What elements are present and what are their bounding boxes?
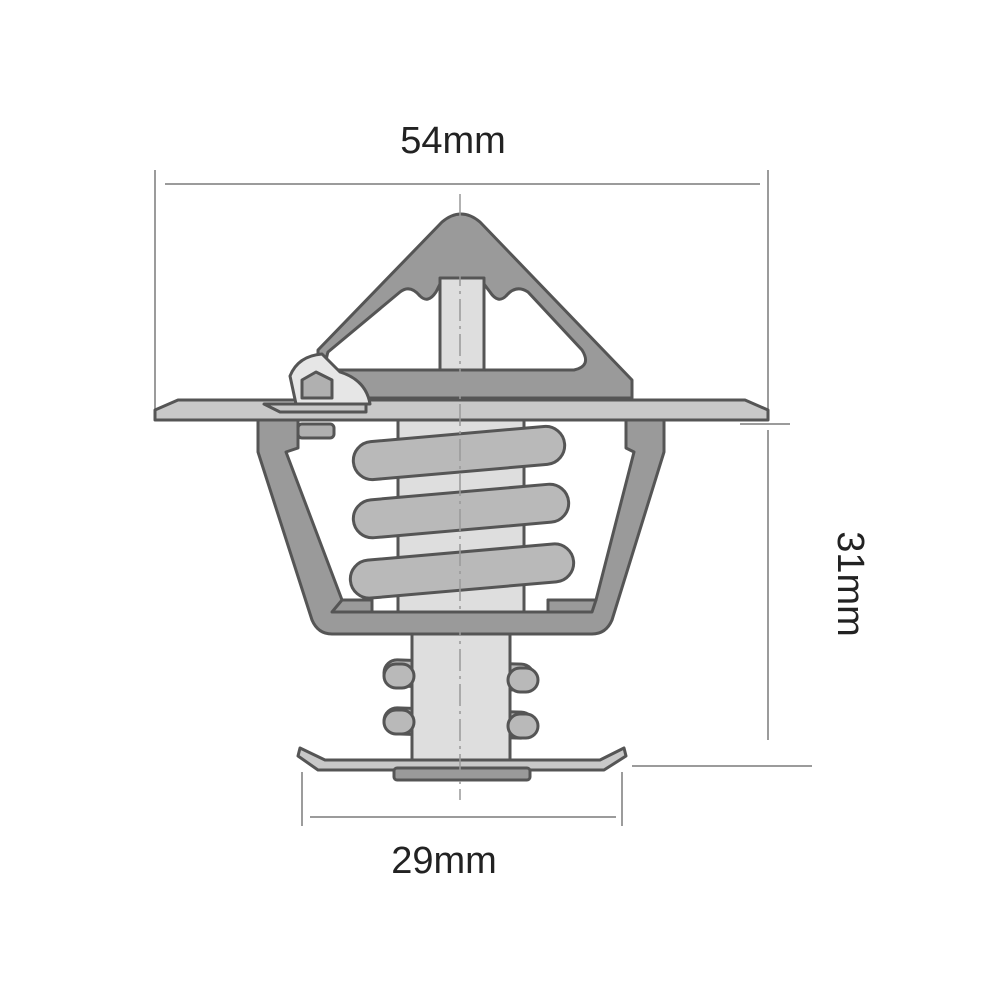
lower-stem bbox=[410, 630, 512, 762]
dimension-bottom-width: 29mm bbox=[301, 772, 623, 882]
valve-cap bbox=[300, 370, 334, 400]
bottom-plate bbox=[296, 746, 628, 772]
flange-plate bbox=[153, 398, 770, 422]
upper-spring bbox=[348, 424, 576, 600]
lower-spring-front bbox=[382, 662, 540, 740]
label-top-width: 54mm bbox=[400, 120, 506, 162]
label-bottom-width: 29mm bbox=[391, 840, 497, 882]
cup-floor bbox=[330, 598, 598, 614]
valve-arm bbox=[262, 402, 368, 414]
upper-spring-coil bbox=[351, 482, 571, 540]
dimension-height: 31mm bbox=[632, 423, 871, 767]
upper-spring-coil bbox=[348, 542, 576, 600]
bottom-plate-hub bbox=[392, 766, 532, 782]
lower-spring-coil bbox=[506, 666, 540, 694]
lower-spring-coil bbox=[506, 712, 540, 740]
bridge-window-right bbox=[482, 282, 588, 372]
bridge-post bbox=[438, 276, 486, 372]
dimension-top-width: 54mm bbox=[154, 120, 769, 412]
lower-spring-coil bbox=[382, 708, 416, 736]
valve-pin bbox=[296, 422, 336, 440]
label-height: 31mm bbox=[829, 531, 871, 637]
lower-spring-coil bbox=[382, 662, 416, 690]
jiggle-valve bbox=[262, 352, 372, 440]
upper-spring-coil bbox=[351, 424, 567, 482]
